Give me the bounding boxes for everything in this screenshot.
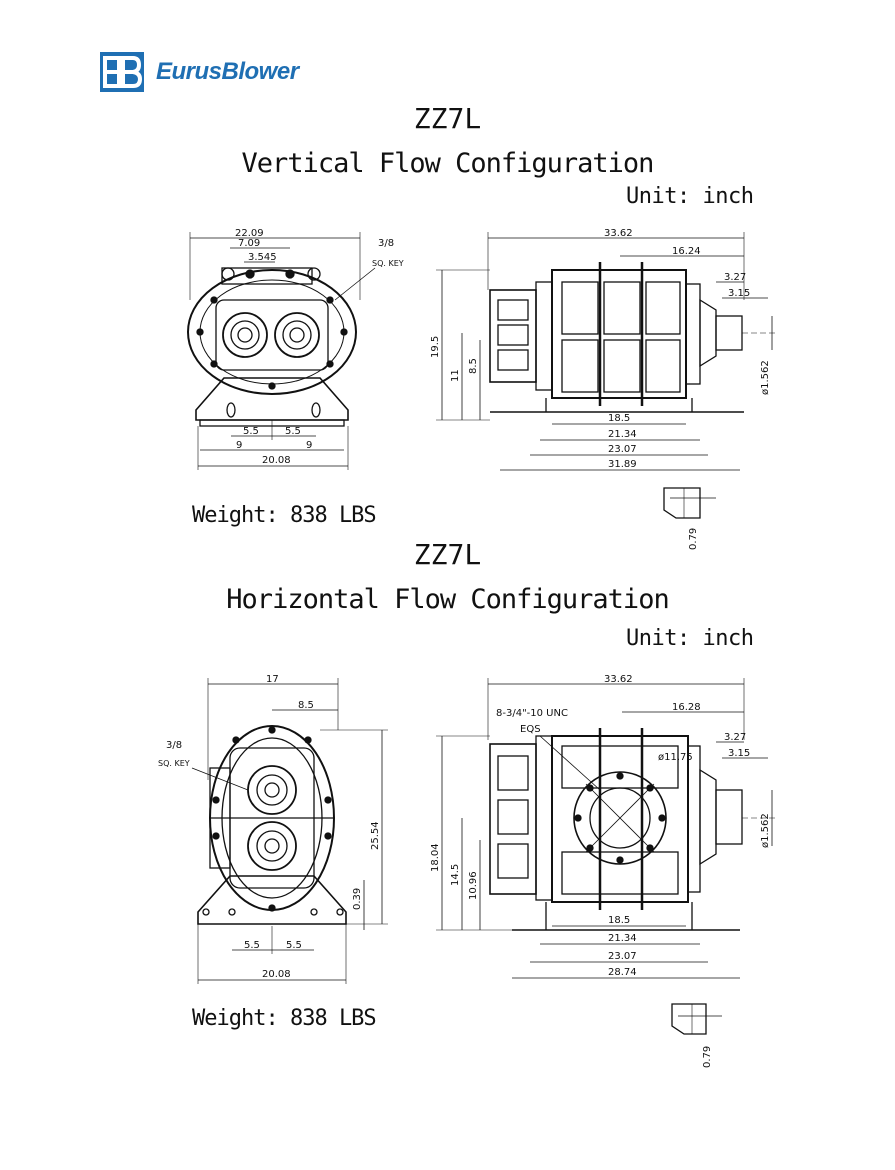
h-side-dim-length: 33.62 <box>604 674 633 685</box>
vertical-side-view: 33.62 16.24 3.27 3.15 ø1.562 19.5 11 <box>430 228 776 550</box>
config-title-vertical: Vertical Flow Configuration <box>241 148 655 179</box>
v-side-dim-key-height: 0.79 <box>688 528 699 550</box>
v-front-key-size: 3/8 <box>378 238 394 249</box>
vertical-front-view: 22.09 7.09 3.545 3/8 SQ. KEY 5.5 5.5 <box>187 228 404 470</box>
v-side-dim-flange: 8.5 <box>468 358 479 374</box>
h-side-dim-mount-mid: 21.34 <box>608 933 637 944</box>
v-front-dim-base: 20.08 <box>262 455 291 466</box>
h-side-dim-height: 18.04 <box>430 843 441 872</box>
weight-label-vertical: Weight: 838 LBS <box>192 503 377 528</box>
brand-logo: EurusBlower <box>100 52 299 92</box>
v-side-dim-length: 33.62 <box>604 228 633 239</box>
h-side-dim-mount-inner: 18.5 <box>608 915 630 926</box>
v-side-dim-shaft-ext: 3.27 <box>724 272 746 283</box>
h-front-dim-height: 25.54 <box>370 821 381 850</box>
h-front-dim-shaft: 8.5 <box>298 700 314 711</box>
h-side-dim-shaft-ext: 3.27 <box>724 732 746 743</box>
v-front-key-type: SQ. KEY <box>372 259 404 268</box>
v-front-dim-width: 22.09 <box>235 228 264 239</box>
weight-label-horizontal: Weight: 838 LBS <box>192 1006 377 1031</box>
v-side-dim-mount-outer: 23.07 <box>608 444 637 455</box>
h-side-flange-bolts: 8-3/4"-10 UNC <box>496 708 568 719</box>
h-side-flange-dia: ø11.75 <box>658 752 693 763</box>
model-title-vertical: ZZ7L <box>413 102 482 135</box>
v-side-dim-height: 19.5 <box>430 336 441 358</box>
h-front-key-size: 3/8 <box>166 740 182 751</box>
unit-label-horizontal: Unit: inch <box>626 626 754 651</box>
v-front-dim-foot-left: 5.5 <box>243 426 259 437</box>
h-side-flange-spacing: EQS <box>520 724 541 735</box>
h-front-dim-base: 20.08 <box>262 969 291 980</box>
v-side-dim-mount-mid: 21.34 <box>608 429 637 440</box>
h-side-dim-shaft-end: 16.28 <box>672 702 701 713</box>
model-title-horizontal: ZZ7L <box>413 538 482 571</box>
v-side-dim-key-len: 3.15 <box>728 288 750 299</box>
v-front-dim-foot-right: 5.5 <box>285 426 301 437</box>
v-front-dim-bolt-left: 9 <box>236 440 242 451</box>
horizontal-side-view: 33.62 16.28 3.27 3.15 8-3/4"-10 UNC EQS … <box>430 674 776 1068</box>
v-side-dim-shaft-dia: ø1.562 <box>760 360 771 395</box>
h-side-dim-center: 14.5 <box>450 864 461 886</box>
h-front-dim-base-thickness: 0.39 <box>352 888 363 910</box>
h-side-dim-base: 28.74 <box>608 967 637 978</box>
eurusblower-logo-icon <box>100 52 144 92</box>
brand-name: EurusBlower <box>156 58 299 85</box>
v-front-dim-bolt-right: 9 <box>306 440 312 451</box>
config-title-horizontal: Horizontal Flow Configuration <box>226 584 669 615</box>
h-front-key-type: SQ. KEY <box>158 759 190 768</box>
horizontal-front-view: 17 8.5 3/8 SQ. KEY 25.54 0.39 5.5 <box>158 674 388 984</box>
v-side-dim-base: 31.89 <box>608 459 637 470</box>
h-side-dim-key-len: 3.15 <box>728 748 750 759</box>
h-front-dim-foot-right: 5.5 <box>286 940 302 951</box>
h-front-dim-foot-left: 5.5 <box>244 940 260 951</box>
v-side-dim-mount-inner: 18.5 <box>608 413 630 424</box>
v-front-dim-shaft: 7.09 <box>238 238 260 249</box>
h-front-dim-width: 17 <box>266 674 279 685</box>
v-side-dim-center: 11 <box>450 369 461 382</box>
h-side-dim-mount-outer: 23.07 <box>608 951 637 962</box>
v-front-dim-key-offset: 3.545 <box>248 252 277 263</box>
unit-label-vertical: Unit: inch <box>626 184 754 209</box>
h-side-dim-shaft-dia: ø1.562 <box>760 813 771 848</box>
h-side-dim-flange: 10.96 <box>468 871 479 900</box>
v-side-dim-shaft-end: 16.24 <box>672 246 701 257</box>
h-side-dim-key-height: 0.79 <box>702 1046 713 1068</box>
